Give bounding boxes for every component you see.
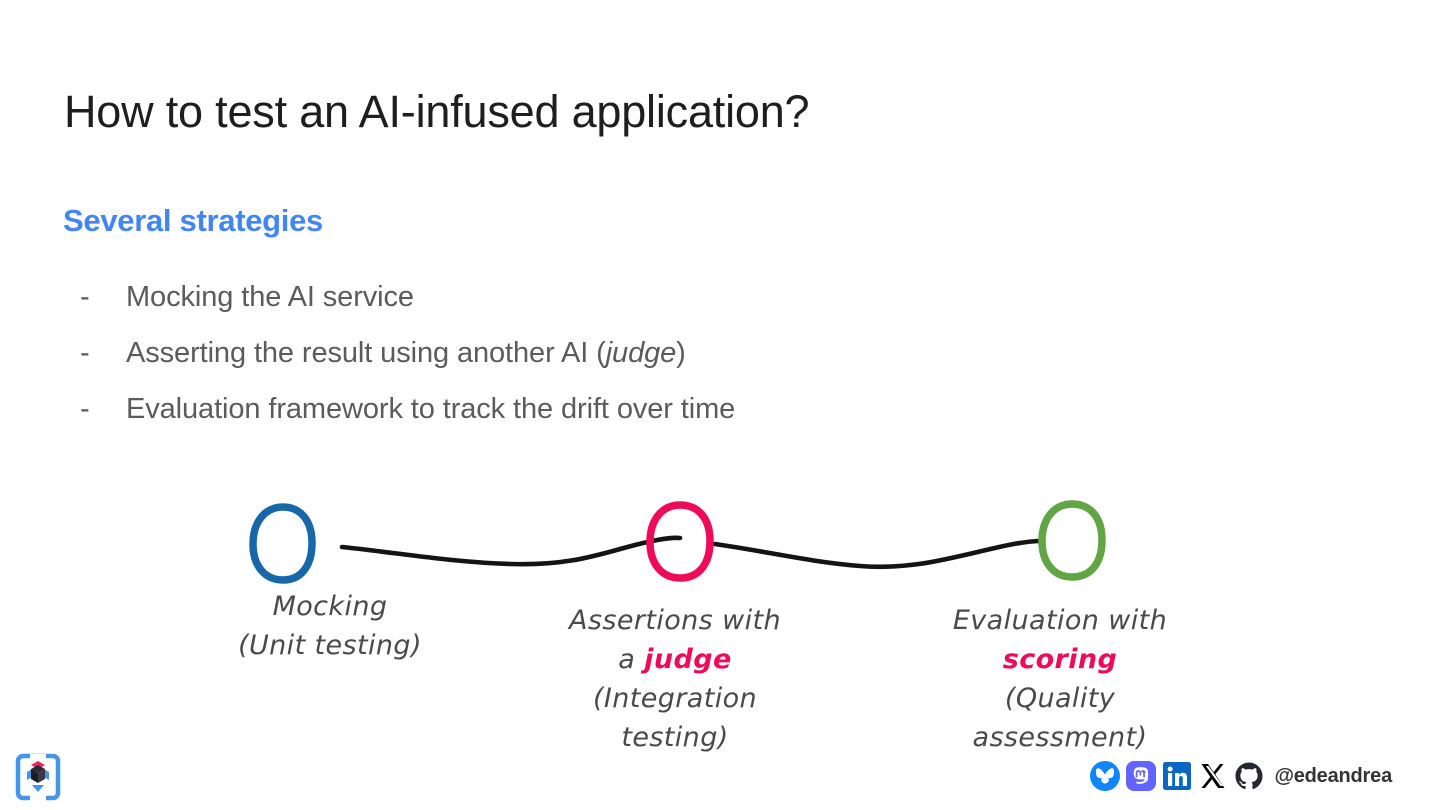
list-item-label: Mocking the AI service [126,281,414,313]
timeline-label-accent: judge [644,643,732,675]
bullet-marker-icon: - [80,281,90,313]
section-subtitle: Several strategies [63,203,323,238]
x-icon[interactable] [1197,760,1229,792]
bullet-marker-icon: - [80,393,90,425]
quarkus-logo [14,752,62,802]
strategy-timeline-diagram: Mocking (Unit testing) Assertions with a… [150,480,1300,810]
timeline-label-line: scoring [915,641,1205,680]
timeline-node-evaluation[interactable] [1038,500,1106,581]
timeline-label-evaluation: Evaluation with scoring (Quality assessm… [915,602,1205,758]
bluesky-icon[interactable] [1089,760,1121,792]
strategy-list: - Mocking the AI service - Asserting the… [80,281,1180,449]
quarkus-logo-icon [15,753,61,802]
list-item: - Evaluation framework to track the drif… [80,393,1180,449]
timeline-label-accent: scoring [1002,643,1118,675]
social-links: @edeandrea [1089,757,1392,795]
social-handle-label: @edeandrea [1274,764,1392,787]
bullet-marker-icon: - [80,337,90,369]
github-icon[interactable] [1233,760,1265,792]
list-item-label: Asserting the result using another AI (j… [126,337,686,369]
timeline-label-assertions: Assertions with a judge (Integration tes… [535,602,815,758]
mastodon-icon[interactable] [1125,760,1157,792]
linkedin-icon[interactable] [1161,760,1193,792]
timeline-connector-right [712,538,1045,570]
timeline-label-line: (Integration [592,682,758,714]
timeline-label-mocking: Mocking (Unit testing) [190,588,470,666]
timeline-label-line: testing) [621,721,729,753]
list-item-label: Evaluation framework to track the drift … [126,393,736,425]
timeline-label-line: (Unit testing) [238,629,422,661]
page-title: How to test an AI-infused application? [64,86,810,137]
timeline-node-assertions[interactable] [646,501,714,582]
timeline-connector-left [339,535,683,567]
timeline-label-line: Evaluation with [952,605,1168,636]
timeline-label-line: assessment) [972,721,1148,753]
list-item: - Asserting the result using another AI … [80,337,1180,393]
list-item: - Mocking the AI service [80,281,1180,337]
timeline-node-mocking[interactable] [249,503,316,584]
timeline-graphic [249,500,1106,584]
timeline-label-line: (Quality [1004,682,1116,714]
timeline-label-line: Mocking [272,591,388,622]
list-item-emphasis: judge [605,337,677,369]
timeline-label-line: Assertions with [569,605,781,636]
timeline-label-line: a judge [618,643,732,675]
